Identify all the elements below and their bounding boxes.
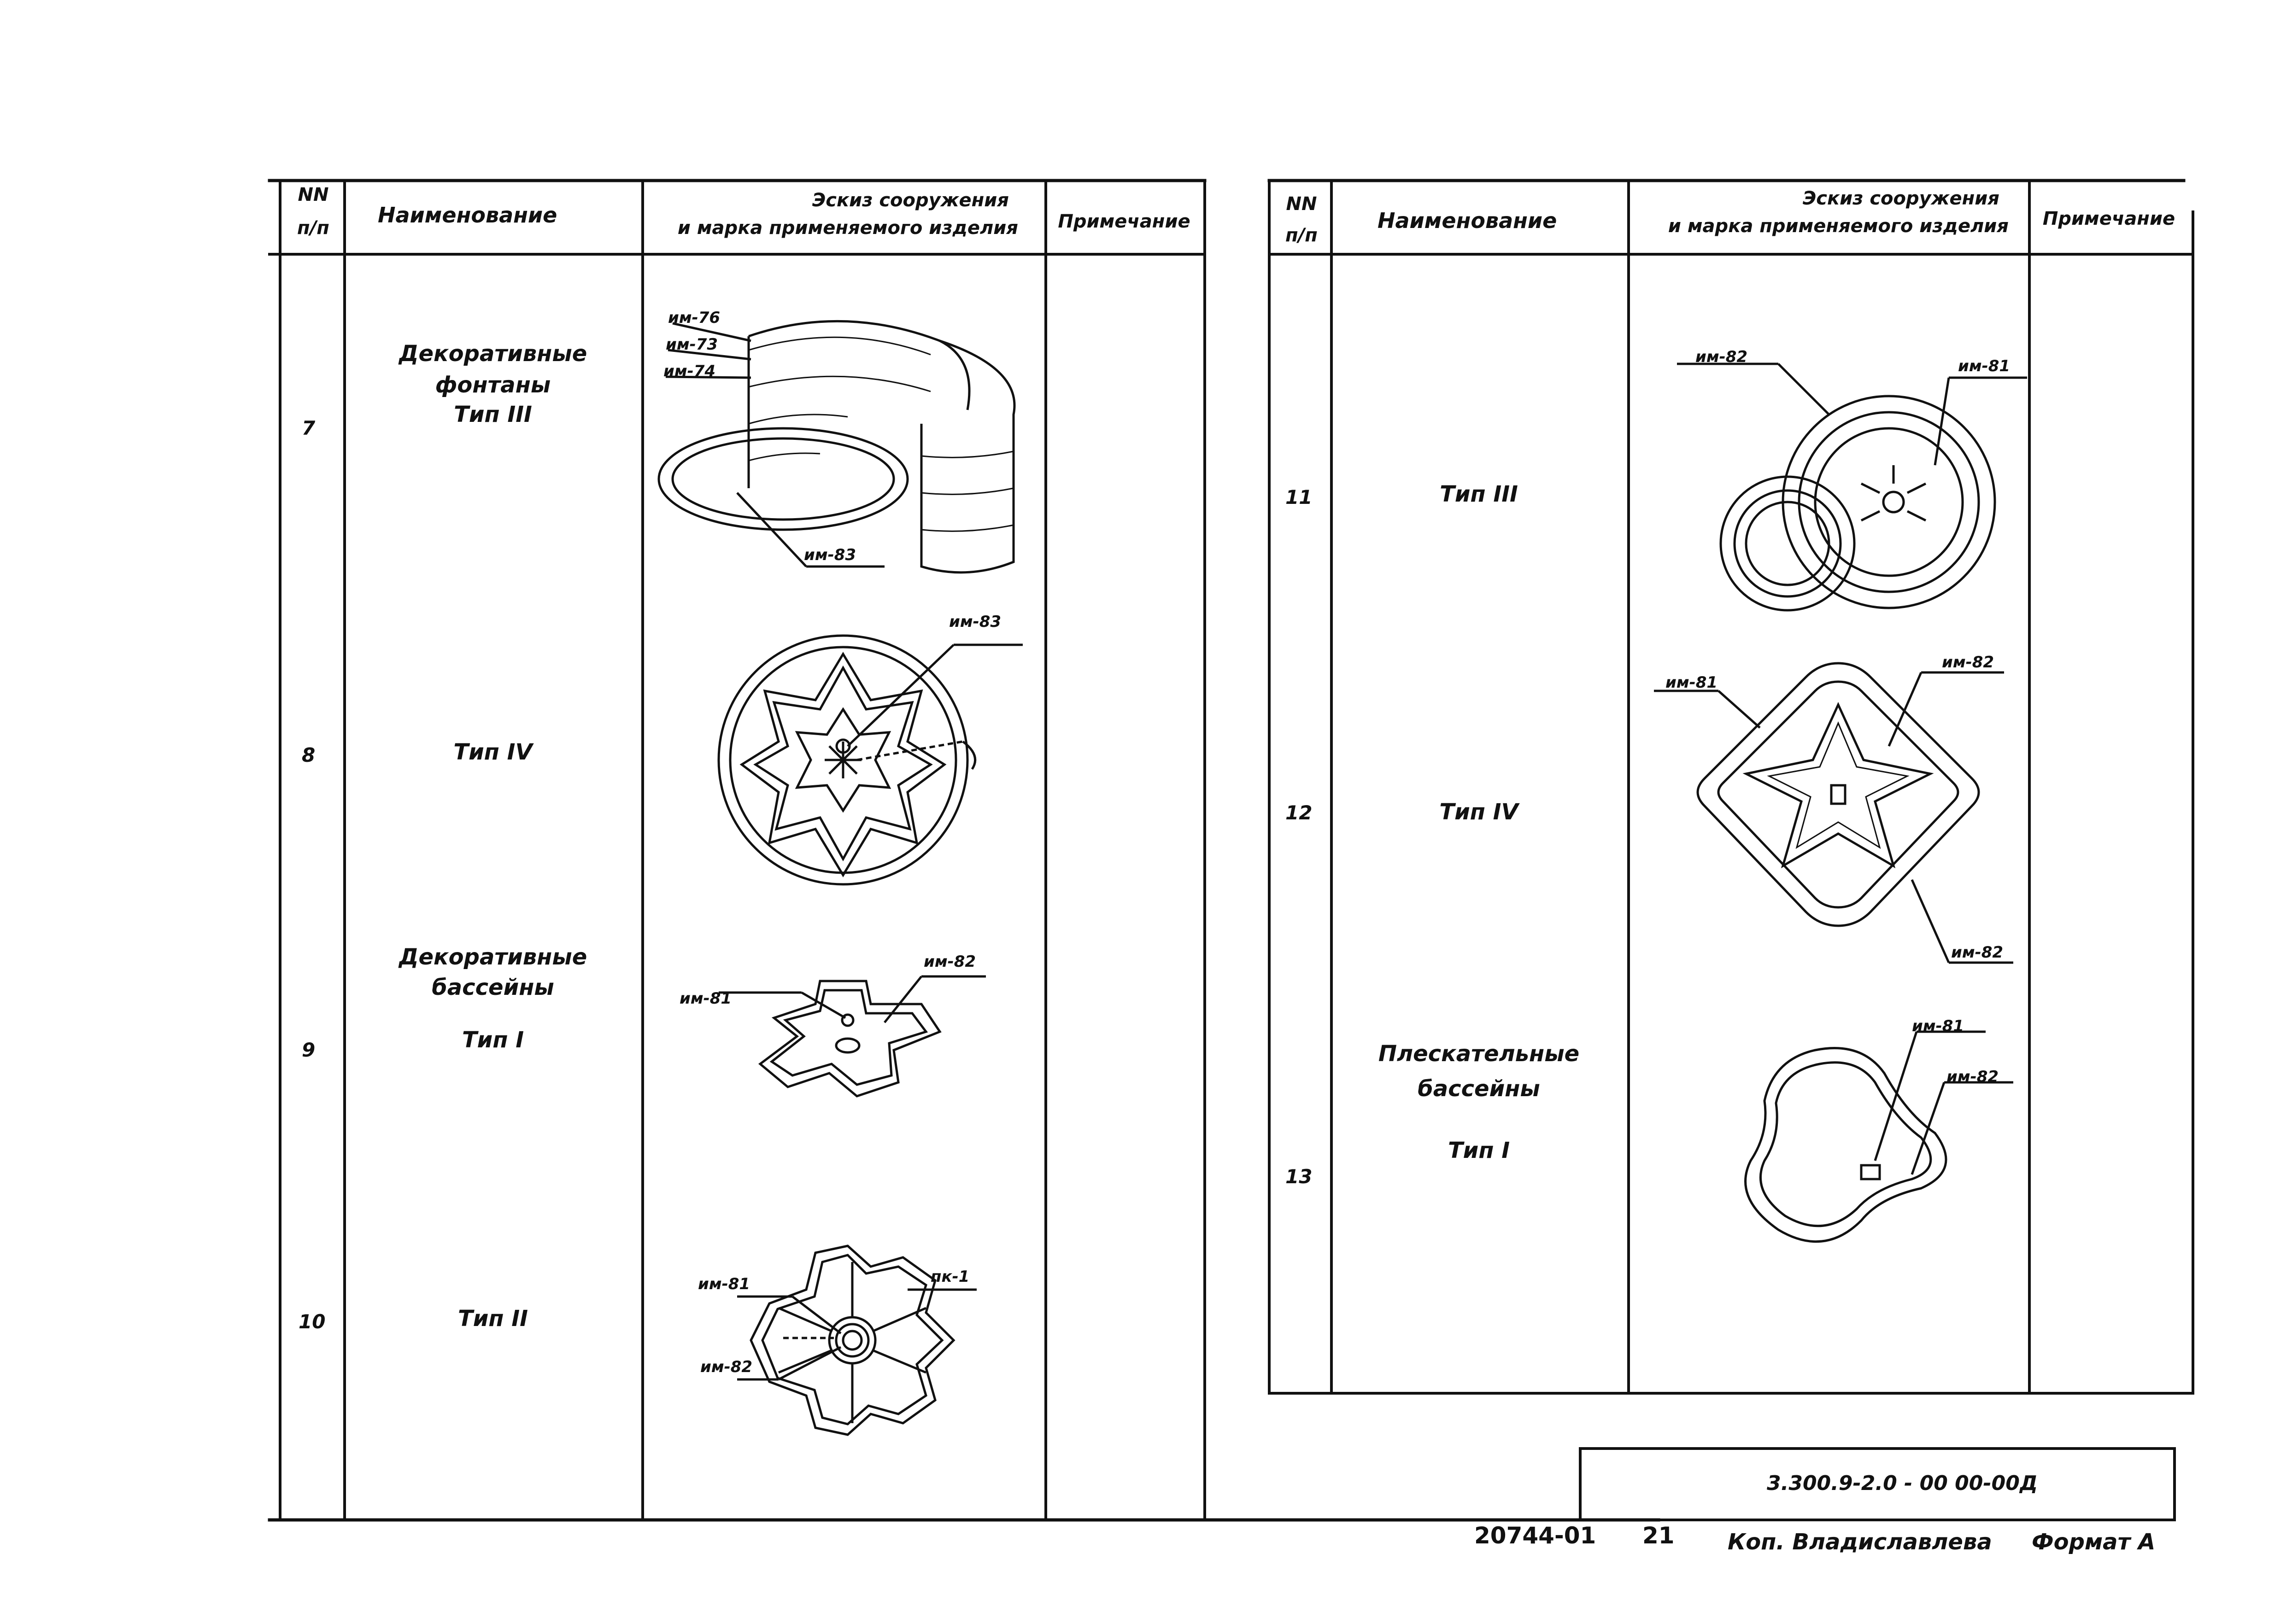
row-10-number: 10 — [299, 1310, 326, 1333]
row-9-label-im81: им-81 — [680, 989, 732, 1008]
left-header-num-line1: NN — [298, 184, 329, 205]
row-13-number: 13 — [1285, 1165, 1313, 1188]
row-13-name-line2: бассейны — [1418, 1076, 1540, 1102]
row-9-name-line2: бассейны — [432, 975, 554, 1000]
left-header-sketch-line1: Эскиз сооружения — [812, 190, 1009, 211]
row-10-label-pk1: пк-1 — [931, 1268, 970, 1286]
row-7-label-im74: им-74 — [663, 362, 716, 380]
document-code: 3.300.9-2.0 - 00 00-00Д — [1767, 1472, 2038, 1495]
row-8-name: Тип IV — [453, 739, 533, 765]
footer-inventory-number: 20744-01 — [1474, 1522, 1596, 1549]
row-13-name-line1: Плескательные — [1378, 1041, 1580, 1067]
row-8-number: 8 — [302, 744, 316, 766]
right-header-sketch-line1: Эскиз сооружения — [1802, 188, 1999, 209]
sketch-row-9-cross-basin — [719, 975, 986, 1098]
row-9-label-im82: им-82 — [924, 952, 976, 971]
footer-format: Формат А — [2032, 1529, 2156, 1555]
row-11-label-im81: им-81 — [1958, 357, 2011, 375]
row-7-name-line3: Тип III — [454, 402, 532, 427]
row-10-label-im82: им-82 — [700, 1358, 753, 1376]
right-header-num: NN п/п — [1276, 193, 1327, 246]
row-13-name-line3: Тип I — [1448, 1138, 1510, 1163]
row-7-label-im76: им-76 — [668, 309, 721, 327]
row-7-name-line2: фонтаны — [435, 372, 551, 398]
left-header-num: NN п/п — [288, 184, 339, 239]
row-13-label-im82: им-82 — [1946, 1068, 1999, 1086]
row-7-name: Декоративные фонтаны Тип III — [359, 341, 627, 427]
right-header-name: Наименование — [1378, 208, 1557, 233]
row-12-label-im81: им-81 — [1665, 673, 1718, 692]
right-header-sketch: Эскиз сооружения и марка применяемого из… — [1631, 188, 2009, 237]
right-header-num-line2: п/п — [1285, 225, 1318, 246]
row-10-name: Тип II — [458, 1306, 528, 1332]
row-11-name: Тип III — [1440, 481, 1518, 507]
footer-sheet-number: 21 — [1642, 1522, 1675, 1549]
sketch-row-10-hex-basin — [737, 1244, 977, 1436]
row-10-label-im81: им-81 — [698, 1275, 750, 1293]
left-header-note: Примечание — [1058, 211, 1190, 232]
right-header-note: Примечание — [2042, 208, 2175, 229]
row-9-name-line1: Декоративные — [399, 944, 587, 970]
sketch-row-12-diamond-basin — [1654, 662, 2013, 964]
row-12-number: 12 — [1285, 801, 1313, 824]
right-header-num-line1: NN — [1286, 193, 1317, 215]
row-9-name: Декоративные бассейны Тип I — [359, 944, 627, 1053]
row-12-label-im82-bottom: им-82 — [1951, 943, 2004, 962]
sketch-row-11-circular-pools — [1677, 362, 2027, 612]
row-7-label-im83: им-83 — [804, 546, 856, 564]
row-9-number: 9 — [302, 1039, 316, 1061]
footer-copied-by: Коп. Владиславлева — [1728, 1529, 1992, 1555]
right-header-sketch-line2: и марка применяемого изделия — [1668, 216, 2009, 237]
left-header-sketch-line2: и марка применяемого изделия — [677, 217, 1018, 239]
sketch-row-13-trefoil-pool — [1744, 1030, 2013, 1243]
row-7-label-im73: им-73 — [666, 335, 718, 354]
row-8-label-im83: им-83 — [949, 613, 1002, 631]
sketch-row-7-fountain — [657, 320, 1016, 574]
left-header-name: Наименование — [378, 203, 557, 228]
row-13-label-im81: им-81 — [1912, 1017, 1964, 1035]
sketch-row-8-star-fountain — [717, 634, 1023, 886]
left-header-sketch: Эскиз сооружения и марка применяемого из… — [650, 190, 1018, 239]
row-9-name-line3: Тип I — [462, 1027, 524, 1053]
row-13-name: Плескательные бассейны Тип I — [1345, 1041, 1612, 1163]
row-12-name: Тип IV — [1439, 799, 1518, 825]
row-11-label-im82: им-82 — [1695, 348, 1748, 366]
row-7-number: 7 — [302, 417, 316, 439]
left-header-num-line2: п/п — [297, 217, 329, 239]
row-7-name-line1: Декоративные — [399, 341, 587, 367]
row-11-number: 11 — [1285, 486, 1313, 508]
row-12-label-im82-top: им-82 — [1942, 653, 1994, 672]
